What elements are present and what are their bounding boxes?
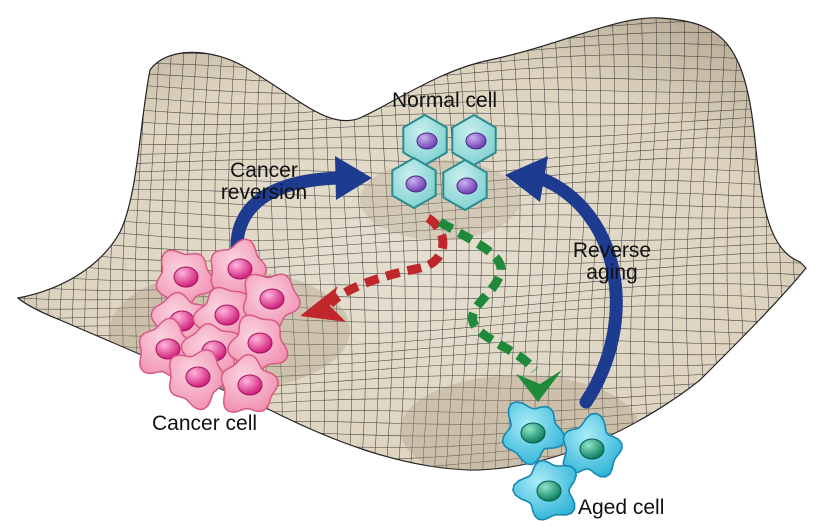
aged-cell bbox=[501, 400, 567, 466]
normal-cell-nucleus bbox=[456, 177, 478, 195]
cancer-reversion-label-line1: Cancer bbox=[230, 159, 298, 182]
aged-cell-label: Aged cell bbox=[578, 496, 665, 519]
normal-cell-cluster bbox=[391, 114, 497, 211]
aged-cell bbox=[562, 412, 623, 478]
cancer-cell-nucleus bbox=[247, 332, 273, 354]
cancer-cell bbox=[168, 349, 226, 411]
reverse-aging-label-line1: Reverse bbox=[572, 239, 652, 262]
normal-cell-nucleus bbox=[465, 132, 487, 150]
aged-cell-cluster bbox=[501, 400, 623, 521]
cancer-reversion-label-line2: reversion bbox=[220, 181, 308, 205]
aged-cell-nucleus bbox=[536, 480, 562, 502]
reverse-aging-label: Reverse aging bbox=[556, 239, 668, 285]
reverse-aging-arrow bbox=[505, 156, 623, 409]
normal-cell-nucleus bbox=[416, 132, 438, 150]
cancer-cell-cluster bbox=[138, 238, 301, 413]
reverse-aging-label-line2: aging bbox=[586, 261, 638, 285]
cancer-cell-nucleus bbox=[173, 266, 199, 288]
cancer-cell-label: Cancer cell bbox=[152, 412, 258, 435]
normal-cell-nucleus bbox=[405, 175, 427, 193]
cancer-cell-nucleus bbox=[185, 366, 211, 388]
cancer-cell-nucleus bbox=[259, 288, 285, 310]
cancer-cell-nucleus bbox=[214, 304, 240, 326]
normal-cell bbox=[442, 159, 488, 211]
normal-cell bbox=[451, 114, 497, 166]
cancer-cell-nucleus bbox=[237, 374, 263, 396]
cancer-cell bbox=[220, 353, 279, 413]
cancer-cell-nucleus bbox=[227, 258, 253, 280]
normal-cell bbox=[391, 157, 437, 209]
aged-cell-nucleus bbox=[520, 422, 546, 444]
aged-cell-nucleus bbox=[579, 438, 605, 460]
landscape-surface bbox=[16, 17, 807, 471]
cancer-cell-nucleus bbox=[155, 338, 181, 360]
cancer-reversion-label: Cancer reversion bbox=[204, 159, 324, 205]
aged-cell bbox=[512, 459, 578, 521]
aging-arrow-green bbox=[437, 218, 562, 402]
normal-cell-label: Normal cell bbox=[392, 89, 498, 112]
cancer-cell bbox=[155, 249, 216, 309]
transformation-arrow-red bbox=[300, 214, 448, 322]
